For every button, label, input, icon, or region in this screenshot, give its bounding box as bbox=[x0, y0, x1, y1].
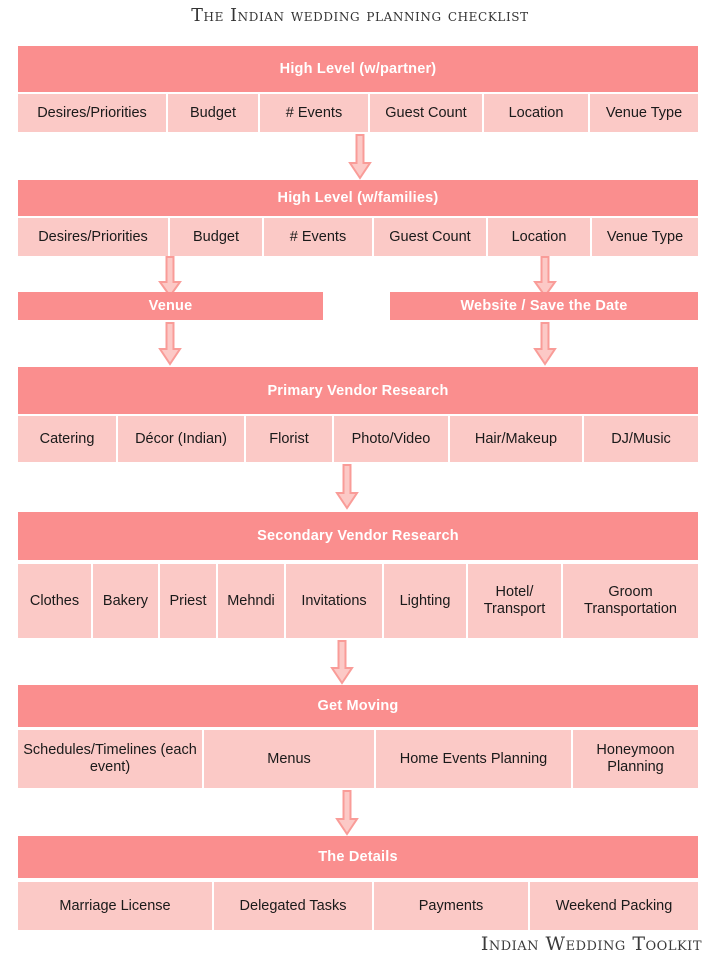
cell-venue-type[interactable]: Venue Type bbox=[592, 218, 698, 256]
cell-num-events[interactable]: # Events bbox=[264, 218, 374, 256]
section-header-high-level-partner[interactable]: High Level (w/partner) bbox=[18, 46, 698, 92]
cell-num-events[interactable]: # Events bbox=[260, 94, 370, 132]
down-arrow-icon-website-to-primary bbox=[533, 322, 557, 366]
section-header-website-save-the-date[interactable]: Website / Save the Date bbox=[390, 292, 698, 320]
section-header-primary-vendor-research[interactable]: Primary Vendor Research bbox=[18, 367, 698, 414]
cell-lighting[interactable]: Lighting bbox=[384, 564, 468, 638]
cell-budget[interactable]: Budget bbox=[170, 218, 264, 256]
down-arrow-icon-get-moving-to-details bbox=[335, 790, 359, 836]
section-header-venue[interactable]: Venue bbox=[18, 292, 323, 320]
cell-weekend-packing[interactable]: Weekend Packing bbox=[530, 882, 698, 930]
cell-photo-video[interactable]: Photo/Video bbox=[334, 416, 450, 462]
cell-payments[interactable]: Payments bbox=[374, 882, 530, 930]
section-cells-high-level-partner: Desires/Priorities Budget # Events Guest… bbox=[18, 94, 698, 132]
section-cells-secondary-vendor-research: Clothes Bakery Priest Mehndi Invitations… bbox=[18, 564, 698, 638]
cell-delegated-tasks[interactable]: Delegated Tasks bbox=[214, 882, 374, 930]
down-arrow-icon-families-to-website bbox=[533, 256, 557, 298]
cell-schedules-timelines[interactable]: Schedules/Timelines (each event) bbox=[18, 730, 204, 788]
cell-marriage-license[interactable]: Marriage License bbox=[18, 882, 214, 930]
cell-budget[interactable]: Budget bbox=[168, 94, 260, 132]
section-cells-get-moving: Schedules/Timelines (each event) Menus H… bbox=[18, 730, 698, 788]
cell-hotel-transport[interactable]: Hotel/ Transport bbox=[468, 564, 563, 638]
cell-priest[interactable]: Priest bbox=[160, 564, 218, 638]
page-title: The Indian wedding planning checklist bbox=[191, 6, 529, 26]
section-cells-primary-vendor-research: Catering Décor (Indian) Florist Photo/Vi… bbox=[18, 416, 698, 462]
down-arrow-icon-primary-to-secondary bbox=[335, 464, 359, 510]
cell-location[interactable]: Location bbox=[484, 94, 590, 132]
cell-bakery[interactable]: Bakery bbox=[93, 564, 160, 638]
down-arrow-icon-venue-to-primary bbox=[158, 322, 182, 366]
cell-home-events-planning[interactable]: Home Events Planning bbox=[376, 730, 573, 788]
cell-catering[interactable]: Catering bbox=[18, 416, 118, 462]
cell-groom-transportation[interactable]: Groom Transportation bbox=[563, 564, 698, 638]
cell-decor-indian[interactable]: Décor (Indian) bbox=[118, 416, 246, 462]
section-cells-the-details: Marriage License Delegated Tasks Payment… bbox=[18, 882, 698, 930]
cell-location[interactable]: Location bbox=[488, 218, 592, 256]
down-arrow-icon-secondary-to-get-moving bbox=[330, 640, 354, 685]
cell-mehndi[interactable]: Mehndi bbox=[218, 564, 286, 638]
cell-desires-priorities[interactable]: Desires/Priorities bbox=[18, 94, 168, 132]
section-cells-high-level-families: Desires/Priorities Budget # Events Guest… bbox=[18, 218, 698, 256]
cell-hair-makeup[interactable]: Hair/Makeup bbox=[450, 416, 584, 462]
down-arrow-icon-families-to-venue bbox=[158, 256, 182, 298]
cell-dj-music[interactable]: DJ/Music bbox=[584, 416, 698, 462]
cell-invitations[interactable]: Invitations bbox=[286, 564, 384, 638]
section-header-high-level-families[interactable]: High Level (w/families) bbox=[18, 180, 698, 216]
down-arrow-icon-partner-to-families bbox=[348, 134, 372, 180]
cell-honeymoon-planning[interactable]: Honeymoon Planning bbox=[573, 730, 698, 788]
section-header-the-details[interactable]: The Details bbox=[18, 836, 698, 878]
cell-desires-priorities[interactable]: Desires/Priorities bbox=[18, 218, 170, 256]
footer-brand: Indian Wedding Toolkit bbox=[480, 933, 702, 955]
section-header-secondary-vendor-research[interactable]: Secondary Vendor Research bbox=[18, 512, 698, 560]
cell-venue-type[interactable]: Venue Type bbox=[590, 94, 698, 132]
cell-clothes[interactable]: Clothes bbox=[18, 564, 93, 638]
cell-florist[interactable]: Florist bbox=[246, 416, 334, 462]
cell-menus[interactable]: Menus bbox=[204, 730, 376, 788]
cell-guest-count[interactable]: Guest Count bbox=[370, 94, 484, 132]
section-header-get-moving[interactable]: Get Moving bbox=[18, 685, 698, 727]
cell-guest-count[interactable]: Guest Count bbox=[374, 218, 488, 256]
